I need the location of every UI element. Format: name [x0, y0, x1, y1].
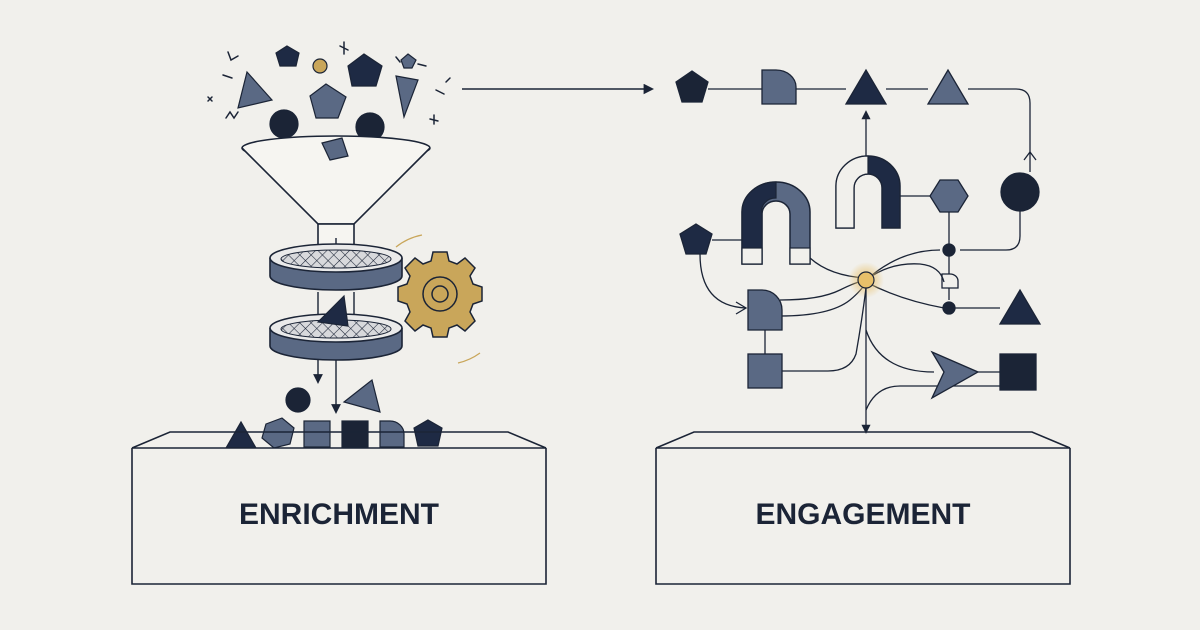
- half-round-icon: [761, 69, 797, 105]
- engagement-label: ENGAGEMENT: [755, 498, 970, 531]
- pentagon-icon: [275, 45, 300, 67]
- half-round-icon: [747, 289, 783, 331]
- enrichment-box: ENRICHMENT: [131, 431, 547, 585]
- half-round-icon: [941, 273, 959, 289]
- glow-node-icon: [848, 262, 884, 298]
- enrichment-section: ENRICHMENT: [131, 41, 547, 585]
- triangle-icon: [395, 75, 419, 120]
- pentagon-icon: [400, 53, 417, 69]
- pentagon-icon: [675, 70, 709, 103]
- triangle-icon: [316, 294, 349, 327]
- pentagon-icon: [309, 83, 347, 119]
- circle-icon: [269, 109, 299, 139]
- sparkle-marks: [207, 41, 451, 125]
- pentagon-icon: [679, 223, 713, 255]
- triangle-icon: [237, 70, 274, 109]
- pentagon-icon: [413, 419, 443, 447]
- circle-icon: [312, 58, 328, 74]
- square-icon: [747, 353, 783, 389]
- sieve-icon: [269, 294, 403, 361]
- sorted-shapes: [224, 417, 443, 449]
- circle-icon: [942, 301, 956, 315]
- triangle-icon: [844, 68, 888, 105]
- enrichment-label: ENRICHMENT: [239, 498, 439, 531]
- triangle-icon: [926, 68, 970, 105]
- arrow-icon: [930, 350, 980, 400]
- top-row: [675, 68, 1037, 172]
- half-round-icon: [379, 420, 405, 448]
- magnet-icon: [741, 181, 811, 265]
- pentagon-icon: [347, 53, 383, 87]
- hexagon-icon: [929, 179, 969, 213]
- sieve-icon: [269, 243, 403, 291]
- circle-icon: [1000, 172, 1040, 212]
- square-icon: [303, 420, 331, 448]
- engagement-section: ENGAGEMENT: [655, 68, 1071, 585]
- output-shapes: [285, 378, 381, 413]
- raw-shapes: [237, 45, 419, 142]
- square-icon: [341, 420, 369, 448]
- circle-icon: [942, 243, 956, 257]
- magnet-icon: [835, 155, 901, 229]
- triangle-icon: [998, 288, 1042, 325]
- falling-shape: [321, 137, 349, 161]
- hexagon-icon: [261, 417, 295, 449]
- square-icon: [999, 353, 1037, 391]
- engagement-box: ENGAGEMENT: [655, 431, 1071, 585]
- triangle-icon: [224, 420, 258, 449]
- triangle-icon: [342, 378, 381, 413]
- gear-icon: [395, 234, 483, 364]
- circle-icon: [285, 387, 311, 413]
